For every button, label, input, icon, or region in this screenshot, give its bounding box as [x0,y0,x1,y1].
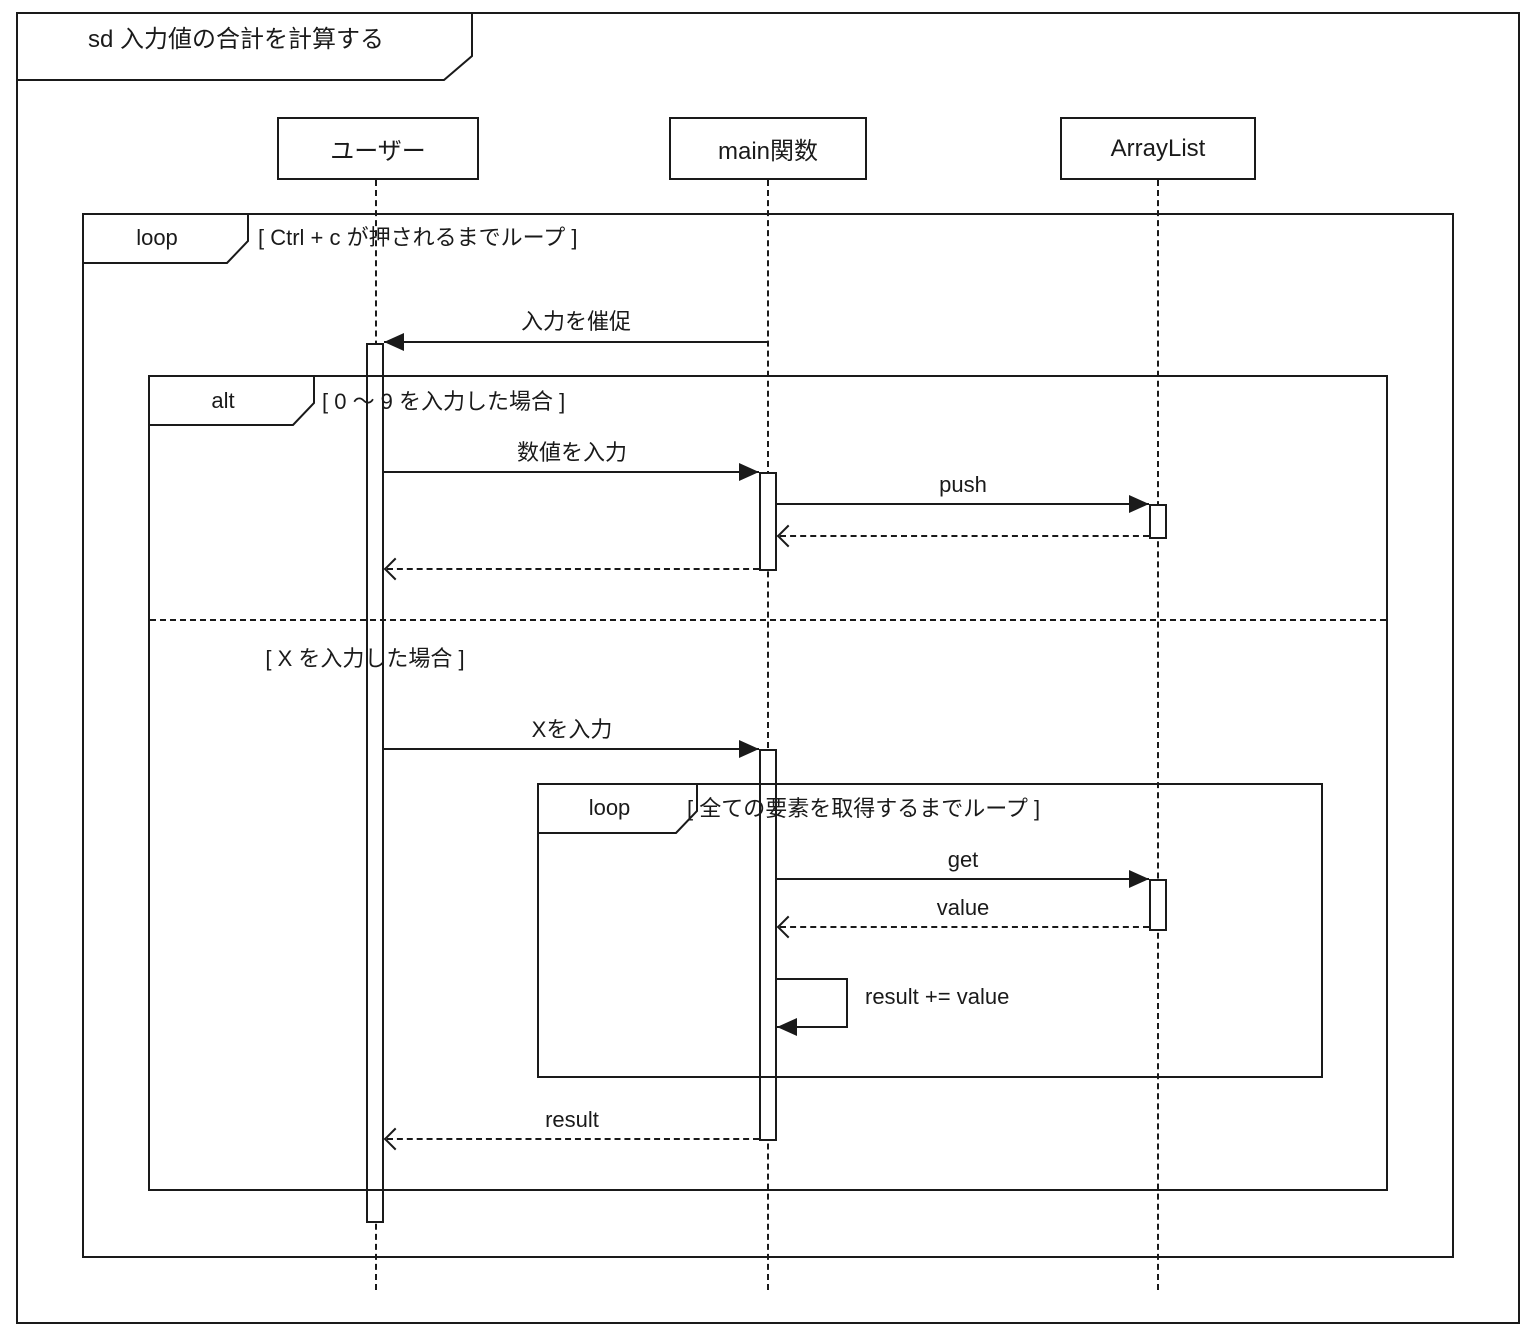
loop-outer-guard: [ Ctrl + c が押されるまでループ ] [258,225,578,250]
alt-guard-top: [ 0 ～ 9 を入力した場合 ] [322,389,566,414]
alt-divider [150,619,1386,621]
activation-main-1 [759,472,777,571]
lifeline-arraylist [1157,180,1159,1290]
lifeline-main [767,180,769,1290]
message-label-enter-x: Xを入力 [531,717,613,742]
loop-frame-inner [537,783,1323,1078]
return-line-enter-number [387,568,759,570]
message-line-get [777,878,1149,880]
self-message-accumulate [777,978,848,1028]
activation-arraylist-1 [1149,504,1167,539]
lifeline-user-label: ユーザー [330,138,426,165]
loop-inner-operator: loop [588,795,631,820]
loop-outer-pentagon [82,213,249,264]
message-line-enter-x [384,748,759,750]
activation-arraylist-2 [1149,879,1167,931]
arrowhead-prompt-input [384,333,404,351]
alt-pentagon [148,375,315,426]
lifeline-head-arraylist: ArrayList [1060,117,1256,180]
message-label-result: result [545,1107,599,1132]
message-label-prompt-input: 入力を催促 [520,309,631,334]
loop-frame-outer [82,213,1454,1258]
message-label-enter-number: 数値を入力 [516,440,627,465]
diagram-title: sd 入力値の合計を計算する [87,26,384,53]
return-line-value [780,926,1149,928]
lifeline-head-user: ユーザー [277,117,479,180]
alt-operator: alt [211,388,235,413]
loop-inner-pentagon [537,783,698,834]
loop-outer-operator: loop [136,225,178,250]
diagram-frame [16,12,1520,1324]
alt-frame [148,375,1388,1191]
arrowhead-enter-number [739,463,759,481]
activation-main-2 [759,749,777,1141]
loop-inner-guard: [ 全ての要素を取得するまでループ ] [687,796,1041,821]
arrowhead-push [1129,495,1149,513]
lifeline-head-main: main関数 [669,117,867,180]
lifeline-arraylist-label: ArrayList [1110,134,1206,162]
return-line-push [780,535,1149,537]
message-line-push [777,503,1149,505]
diagram-title-pentagon [16,12,473,81]
lifeline-main-label: main関数 [717,138,819,165]
message-label-get: get [947,847,979,872]
arrowhead-accumulate [777,1018,797,1036]
arrowhead-get [1129,870,1149,888]
alt-guard-bottom: [ X を入力した場合 ] [265,646,465,671]
return-line-result [387,1138,759,1140]
message-label-value: value [936,895,990,920]
message-line-prompt-input [384,341,768,343]
arrowhead-enter-x [739,740,759,758]
message-label-accumulate: result += value [865,984,1010,1009]
message-line-enter-number [384,471,759,473]
message-label-push: push [939,472,987,497]
activation-user [366,343,384,1223]
